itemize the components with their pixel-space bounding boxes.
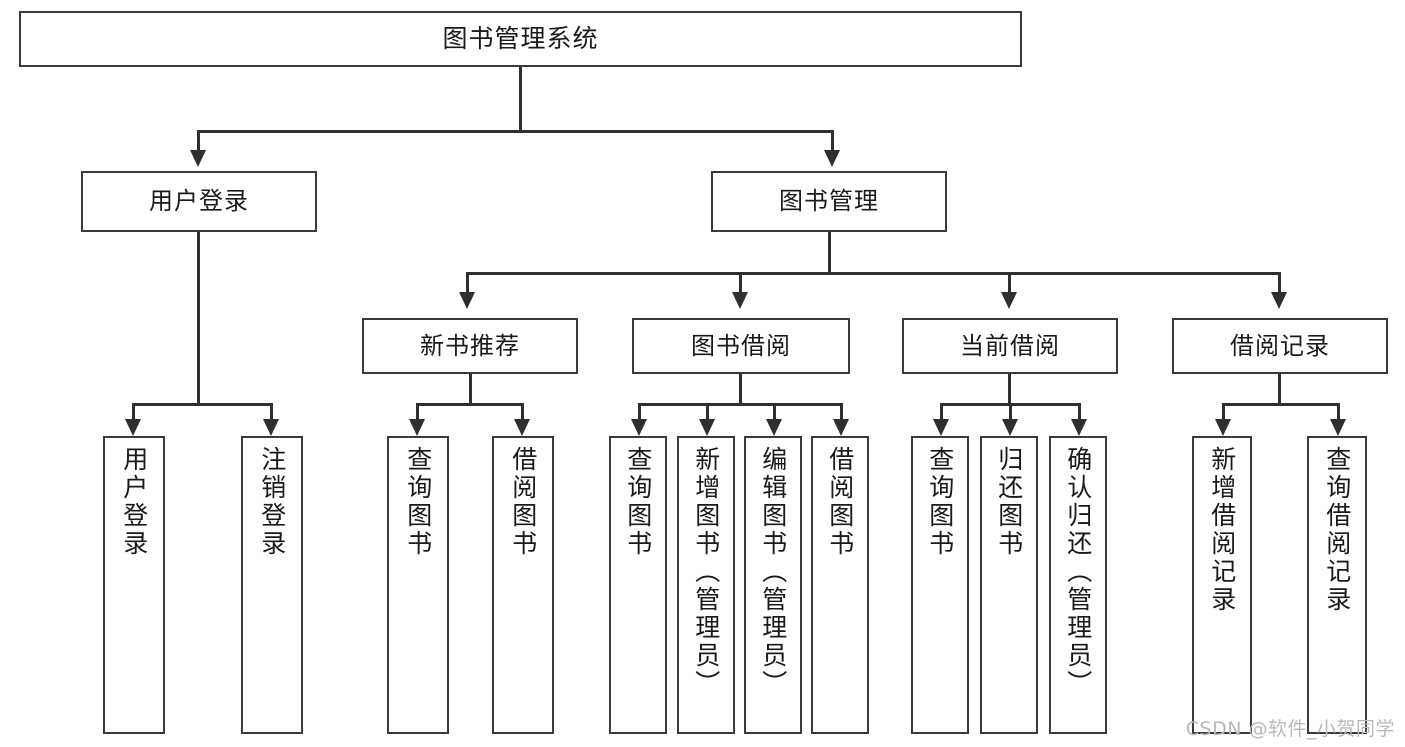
edge-borrow-record-bus bbox=[1222, 403, 1339, 406]
arrowhead-borrow-book-1 bbox=[514, 419, 530, 436]
leaf-label: 确认归还（管理员） bbox=[1063, 446, 1093, 698]
arrowhead-confirm-return bbox=[1071, 419, 1087, 436]
edge-drop-edit-book bbox=[773, 403, 776, 421]
leaf-add-record[interactable]: 新增借阅记录 bbox=[1192, 436, 1252, 734]
node-new-book-recommend[interactable]: 新书推荐 bbox=[362, 318, 578, 374]
leaf-logout-login[interactable]: 注销登录 bbox=[241, 436, 303, 734]
node-label: 图书借阅 bbox=[691, 331, 791, 360]
edge-user-login-stem bbox=[197, 232, 200, 405]
edge-drop-leaf-user-login bbox=[132, 403, 135, 421]
arrowhead-new-book bbox=[459, 292, 475, 309]
arrowhead-book-manage bbox=[824, 150, 840, 167]
leaf-query-record[interactable]: 查询借阅记录 bbox=[1307, 436, 1367, 734]
leaf-user-login[interactable]: 用户登录 bbox=[103, 436, 165, 734]
leaf-label: 查询借阅记录 bbox=[1322, 446, 1352, 614]
arrowhead-edit-book bbox=[766, 419, 782, 436]
arrowhead-current-borrow bbox=[1001, 292, 1017, 309]
edge-new-book-bus bbox=[416, 403, 523, 406]
node-current-borrow[interactable]: 当前借阅 bbox=[902, 318, 1118, 374]
edge-drop-new-book bbox=[466, 272, 469, 294]
leaf-query-book-3[interactable]: 查询图书 bbox=[911, 436, 969, 734]
edge-drop-add-record bbox=[1222, 403, 1225, 421]
node-book-manage[interactable]: 图书管理 bbox=[711, 171, 947, 232]
node-label: 图书管理系统 bbox=[442, 24, 599, 54]
leaf-label: 用户登录 bbox=[119, 446, 149, 558]
node-label: 图书管理 bbox=[779, 187, 879, 216]
edge-drop-leaf-logout-login bbox=[270, 403, 273, 421]
leaf-add-book[interactable]: 新增图书（管理员） bbox=[677, 436, 735, 734]
edge-new-book-stem bbox=[469, 374, 472, 405]
edge-drop-add-book bbox=[706, 403, 709, 421]
edge-root-stem bbox=[519, 67, 522, 132]
edge-book-borrow-stem bbox=[739, 374, 742, 405]
leaf-label: 查询图书 bbox=[925, 446, 955, 558]
arrowhead-add-book bbox=[699, 419, 715, 436]
leaf-label: 新增借阅记录 bbox=[1207, 446, 1237, 614]
edge-user-login-bus bbox=[132, 403, 270, 406]
edge-drop-current-borrow bbox=[1008, 272, 1011, 294]
arrowhead-return-book bbox=[1002, 419, 1018, 436]
edge-book-manage-stem bbox=[828, 232, 831, 274]
node-label: 用户登录 bbox=[149, 187, 249, 216]
edge-drop-query-record bbox=[1337, 403, 1340, 421]
edge-drop-borrow-book-1 bbox=[521, 403, 524, 421]
edge-current-borrow-stem bbox=[1008, 374, 1011, 405]
node-label: 借阅记录 bbox=[1230, 331, 1330, 360]
arrowhead-book-borrow bbox=[732, 292, 748, 309]
arrowhead-query-book-3 bbox=[933, 419, 949, 436]
edge-book-borrow-bus bbox=[638, 403, 842, 406]
leaf-label: 查询图书 bbox=[403, 446, 433, 558]
arrowhead-leaf-logout-login bbox=[263, 419, 279, 436]
edge-drop-query-book-3 bbox=[940, 403, 943, 421]
leaf-query-book-1[interactable]: 查询图书 bbox=[387, 436, 449, 734]
edge-drop-query-book-2 bbox=[638, 403, 641, 421]
arrowhead-borrow-record bbox=[1271, 292, 1287, 309]
edge-drop-borrow-record bbox=[1278, 272, 1281, 294]
leaf-label: 注销登录 bbox=[257, 446, 287, 558]
arrowhead-query-record bbox=[1330, 419, 1346, 436]
leaf-borrow-book-2[interactable]: 借阅图书 bbox=[811, 436, 869, 734]
arrowhead-leaf-user-login bbox=[125, 419, 141, 436]
arrowhead-query-book-1 bbox=[409, 419, 425, 436]
edge-root-bus bbox=[197, 130, 833, 133]
edge-drop-borrow-book-2 bbox=[840, 403, 843, 421]
leaf-edit-book[interactable]: 编辑图书（管理员） bbox=[744, 436, 802, 734]
node-user-login[interactable]: 用户登录 bbox=[81, 171, 317, 232]
arrowhead-user-login bbox=[190, 150, 206, 167]
edge-drop-book-manage bbox=[831, 130, 834, 152]
arrowhead-borrow-book-2 bbox=[833, 419, 849, 436]
edge-drop-return-book bbox=[1009, 403, 1012, 421]
edge-drop-book-borrow bbox=[739, 272, 742, 294]
leaf-query-book-2[interactable]: 查询图书 bbox=[609, 436, 667, 734]
node-label: 新书推荐 bbox=[420, 331, 520, 360]
leaf-confirm-return[interactable]: 确认归还（管理员） bbox=[1049, 436, 1107, 734]
node-root-system[interactable]: 图书管理系统 bbox=[19, 11, 1022, 67]
node-borrow-record[interactable]: 借阅记录 bbox=[1172, 318, 1388, 374]
leaf-label: 归还图书 bbox=[994, 446, 1024, 558]
leaf-label: 借阅图书 bbox=[825, 446, 855, 558]
arrowhead-add-record bbox=[1215, 419, 1231, 436]
edge-drop-user-login bbox=[197, 130, 200, 152]
leaf-return-book[interactable]: 归还图书 bbox=[980, 436, 1038, 734]
node-book-borrow[interactable]: 图书借阅 bbox=[632, 318, 850, 374]
edge-drop-confirm-return bbox=[1078, 403, 1081, 421]
arrowhead-query-book-2 bbox=[631, 419, 647, 436]
leaf-borrow-book-1[interactable]: 借阅图书 bbox=[492, 436, 554, 734]
leaf-label: 查询图书 bbox=[623, 446, 653, 558]
edge-drop-query-book-1 bbox=[416, 403, 419, 421]
edge-borrow-record-stem bbox=[1278, 374, 1281, 405]
leaf-label: 借阅图书 bbox=[508, 446, 538, 558]
leaf-label: 新增图书（管理员） bbox=[691, 446, 721, 698]
node-label: 当前借阅 bbox=[960, 331, 1060, 360]
leaf-label: 编辑图书（管理员） bbox=[758, 446, 788, 698]
edge-level2-bus bbox=[466, 272, 1278, 275]
